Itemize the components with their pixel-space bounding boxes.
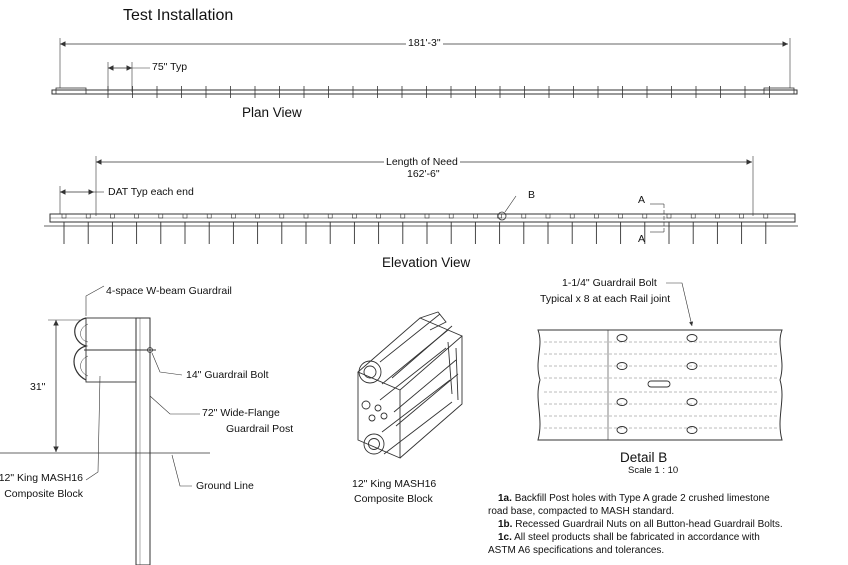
note-item-continued: road base, compacted to MASH standard. <box>488 506 675 517</box>
section-a-bottom-label: A <box>638 233 646 245</box>
detail-b-bolt-label-line2: Typical x 8 at each Rail joint <box>540 293 671 305</box>
ground-line-label: Ground Line <box>196 480 254 492</box>
elevation-block <box>376 213 381 219</box>
elevation-block <box>545 213 551 219</box>
elevation-view-label: Elevation View <box>382 255 471 270</box>
plan-posts <box>107 86 770 98</box>
block-label-line2: Composite Block <box>4 488 83 500</box>
detail-b-center-slot <box>647 380 671 388</box>
elevation-block <box>400 213 406 219</box>
detail-b-callout-circle <box>497 211 507 221</box>
elevation-block <box>618 213 623 219</box>
dat-label: DAT Typ each end <box>108 186 194 198</box>
elevation-block <box>569 213 575 219</box>
elevation-block <box>110 213 115 219</box>
note-item: 1c. All steel products shall be fabricat… <box>498 532 760 543</box>
note-item-continued: ASTM A6 specifications and tolerances. <box>488 545 665 556</box>
bolt-slot <box>686 398 698 406</box>
elevation-block <box>85 213 91 219</box>
detail-b-scale: Scale 1 : 10 <box>628 465 679 476</box>
detail-b-rail-grooves <box>544 341 778 429</box>
w-beam-label: 4-space W-beam Guardrail <box>106 285 232 297</box>
bolt-slot <box>686 426 698 434</box>
note-item: 1a. Backfill Post holes with Type A grad… <box>498 493 770 504</box>
overall-length-dim: 181'-3" <box>406 37 443 49</box>
elevation-block <box>327 213 333 219</box>
detail-b-title: Detail B <box>620 450 668 465</box>
length-of-need-dim: 162'-6" <box>407 168 440 180</box>
section-view <box>0 285 210 565</box>
bolt-slot <box>616 362 628 370</box>
bolt-slot <box>686 334 698 342</box>
detail-b <box>537 282 783 441</box>
post-label-line2: Guardrail Post <box>226 423 294 435</box>
iso-block-label-line1: 12" King MASH16 <box>352 478 437 490</box>
elevation-block <box>715 213 720 219</box>
bolt-slot <box>616 426 628 434</box>
elevation-block <box>231 213 236 219</box>
elevation-block <box>206 213 212 219</box>
elevation-block <box>690 213 696 219</box>
length-of-need-label: Length of Need <box>384 156 460 168</box>
elevation-block <box>134 213 139 219</box>
iso-block-label-line2: Composite Block <box>354 493 433 505</box>
elevation-block <box>158 213 164 219</box>
guardrail-bolt-label: 14" Guardrail Bolt <box>186 369 269 381</box>
general-notes: 1a. Backfill Post holes with Type A grad… <box>488 492 846 557</box>
bolt-slot <box>616 398 628 406</box>
elevation-posts <box>61 213 769 244</box>
detail-b-bolt-label-line1: 1-1/4" Guardrail Bolt <box>562 277 657 289</box>
elevation-block <box>448 213 454 219</box>
wide-flange-post <box>135 317 151 565</box>
bolt-slot <box>686 362 698 370</box>
elevation-block <box>424 213 430 219</box>
elevation-block <box>61 213 67 219</box>
section-a-top-label: A <box>638 194 646 206</box>
post-label-line1: 72" Wide-Flange <box>202 407 280 419</box>
elevation-block <box>279 213 285 219</box>
elevation-block <box>521 213 527 219</box>
bolt-slot <box>616 334 628 342</box>
block-label-line1: 12" King MASH16 <box>0 472 83 484</box>
elevation-block <box>473 213 478 219</box>
elevation-view <box>44 156 798 244</box>
height-dim-label: 31" <box>30 381 46 393</box>
plan-rail <box>51 89 798 95</box>
elevation-block <box>303 213 309 219</box>
elevation-block <box>763 213 769 219</box>
note-item: 1b. Recessed Guardrail Nuts on all Butto… <box>498 519 783 530</box>
elevation-block <box>352 213 357 219</box>
page-title: Test Installation <box>123 7 234 24</box>
post-spacing-dim: 75" Typ <box>152 61 188 73</box>
elevation-block <box>255 213 260 219</box>
composite-block-iso <box>357 311 463 459</box>
elevation-block <box>594 213 599 219</box>
elevation-block <box>739 213 744 219</box>
detail-b-bolt-slots <box>616 334 698 434</box>
detail-b-rail-outline <box>537 329 783 441</box>
elevation-block <box>182 213 188 219</box>
elevation-block <box>642 213 648 219</box>
plan-view-label: Plan View <box>242 105 302 120</box>
w-beam-profile <box>73 317 89 381</box>
detail-b-callout: B <box>528 189 536 201</box>
elevation-block <box>666 213 672 219</box>
